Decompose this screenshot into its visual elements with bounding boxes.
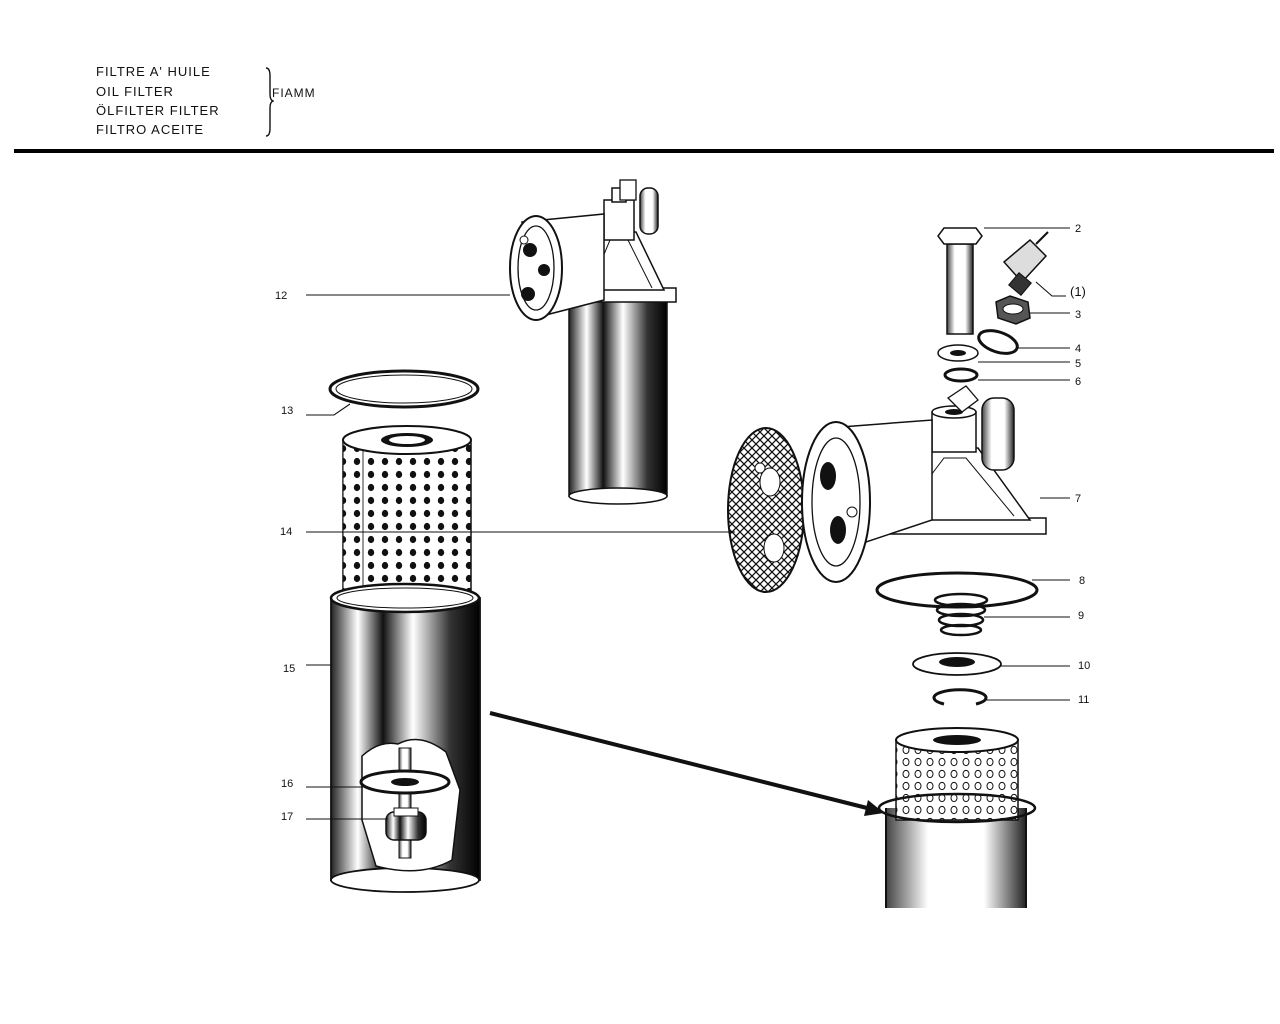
callout-6: 6	[1075, 376, 1081, 388]
brace-icon	[265, 67, 274, 137]
callout-11: 11	[1078, 694, 1089, 706]
mesh-screen	[727, 427, 805, 593]
spring-seat-16-hole	[391, 778, 419, 786]
spring-9	[933, 592, 989, 637]
seal-8	[875, 571, 1039, 609]
circlip-11	[932, 688, 988, 706]
callout-12: 12	[275, 290, 287, 302]
leader-lines	[306, 227, 1070, 820]
callout-17: 17	[281, 811, 293, 823]
washer-4	[977, 329, 1019, 355]
title-english: OIL FILTER	[96, 84, 174, 99]
header-rule	[14, 149, 1274, 153]
callout-10: 10	[1078, 660, 1090, 672]
callout-7: 7	[1075, 493, 1081, 505]
assembled-filter-12	[509, 179, 677, 505]
gasket-13	[328, 369, 480, 409]
gasket-13-inner	[335, 374, 473, 404]
callout-4: 4	[1075, 343, 1081, 355]
callout-1: (1)	[1070, 284, 1086, 299]
callout-5: 5	[1075, 358, 1081, 370]
callout-14: 14	[280, 526, 292, 538]
ring-6	[943, 367, 979, 383]
title-german: ÖLFILTER FILTER	[96, 103, 220, 118]
title-spanish: FILTRO ACEITE	[96, 122, 205, 137]
callout-13: 13	[281, 405, 293, 417]
callout-15: 15	[283, 663, 295, 675]
assembly-detail	[877, 727, 1037, 908]
callout-3: 3	[1075, 309, 1081, 321]
callout-8: 8	[1079, 575, 1085, 587]
sensor-1	[1002, 231, 1049, 296]
canister-15	[329, 582, 481, 893]
brand-label: FIAMM	[272, 86, 316, 100]
assembly-arrow	[489, 711, 884, 816]
bolt-2	[937, 227, 983, 335]
filter-element-14	[342, 425, 472, 611]
title-french: FILTRE A' HUILE	[96, 64, 211, 79]
filter-head-7	[801, 385, 1047, 583]
callout-2: 2	[1075, 223, 1081, 235]
washer-5-hole	[950, 350, 966, 356]
nut-3	[995, 295, 1031, 325]
callout-16: 16	[281, 778, 293, 790]
valve-17	[385, 807, 427, 841]
washer-10-hole	[939, 657, 975, 667]
callout-9: 9	[1078, 610, 1084, 622]
